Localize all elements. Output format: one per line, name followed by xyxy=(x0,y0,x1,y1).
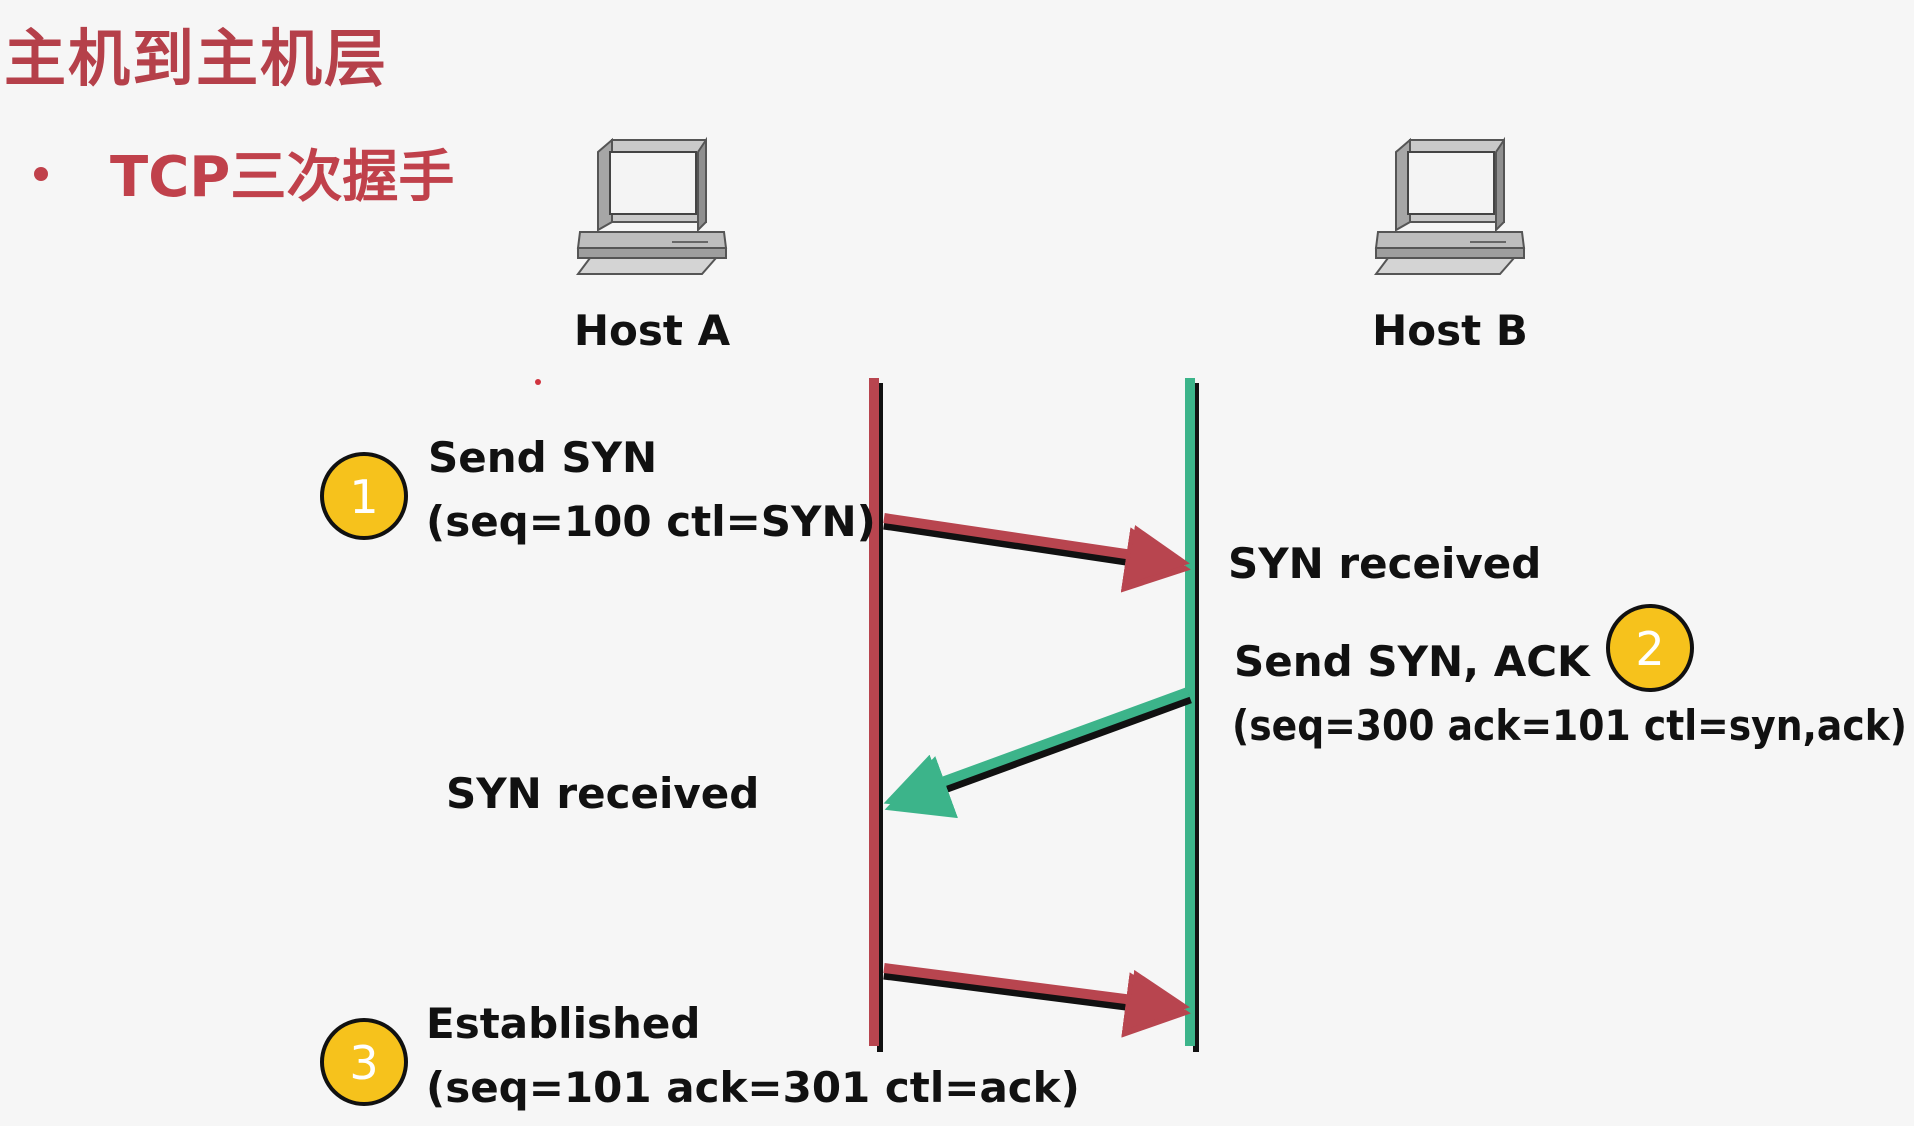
step-3-badge: 3 xyxy=(320,1018,408,1106)
step-3-number: 3 xyxy=(349,1036,378,1090)
stray-dot xyxy=(535,379,541,385)
step-2-detail: (seq=300 ack=101 ctl=syn,ack) xyxy=(1232,701,1907,750)
page-title: 主机到主机层 xyxy=(4,22,389,95)
host-a-computer-icon xyxy=(576,136,728,275)
step-1-detail: (seq=100 ctl=SYN) xyxy=(426,497,876,546)
host-b-syn-received: SYN received xyxy=(1228,539,1541,588)
host-b-computer-icon xyxy=(1374,136,1526,275)
ack-arrow xyxy=(883,963,1191,1038)
step-2-number: 2 xyxy=(1635,622,1664,676)
syn-arrow xyxy=(883,513,1191,593)
host-a-timeline xyxy=(869,378,883,1052)
step-2-title: Send SYN, ACK xyxy=(1234,637,1591,686)
step-3-detail: (seq=101 ack=301 ctl=ack) xyxy=(426,1063,1080,1112)
step-2-badge: 2 xyxy=(1606,604,1694,692)
step-1-title: Send SYN xyxy=(428,433,657,482)
host-b-label: Host B xyxy=(1372,306,1528,355)
bullet-point xyxy=(34,167,48,181)
host-b-timeline xyxy=(1185,378,1199,1052)
host-a-label: Host A xyxy=(574,306,731,355)
step-1-badge: 1 xyxy=(320,452,408,540)
bullet-text-tcp-handshake: TCP三次握手 xyxy=(110,145,455,210)
step-3-title: Established xyxy=(426,999,700,1048)
syn-ack-arrow xyxy=(883,687,1192,819)
host-a-syn-received: SYN received xyxy=(446,769,759,818)
step-1-number: 1 xyxy=(349,470,378,524)
